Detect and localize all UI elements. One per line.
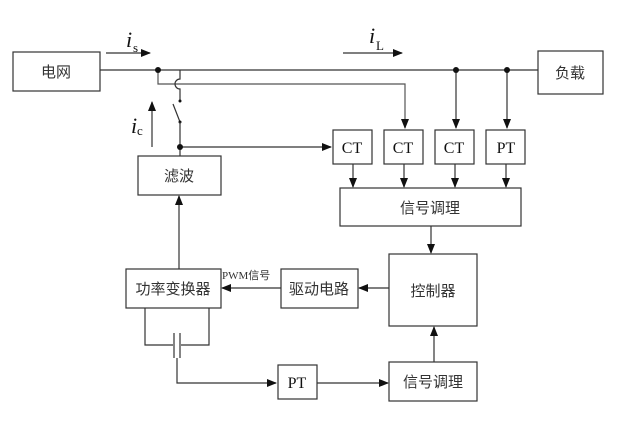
switch-contact-top <box>178 99 182 103</box>
signal-cond-bottom-block: 信号调理 <box>388 361 478 402</box>
driver-block: 驱动电路 <box>280 268 359 309</box>
is-subscript: s <box>133 40 138 55</box>
junction-grid <box>155 67 161 73</box>
filter-block: 滤波 <box>137 155 222 196</box>
dc-capacitor <box>144 308 210 358</box>
il-symbol: i <box>369 23 375 48</box>
load-block: 负载 <box>537 50 604 95</box>
converter-label: 功率变换器 <box>135 280 210 298</box>
junction-load-1 <box>453 67 459 73</box>
signal-cond-bottom-label: 信号调理 <box>403 373 463 391</box>
junction-filter <box>177 144 183 150</box>
ct1-block: CT <box>332 129 373 165</box>
pt-bottom-block: PT <box>277 364 318 400</box>
pt-bottom-label: PT <box>288 375 307 392</box>
filter-label: 滤波 <box>164 167 194 185</box>
converter-block: 功率变换器 <box>125 268 222 309</box>
signal-cond-top-label: 信号调理 <box>400 199 460 217</box>
junction-load-2 <box>504 67 510 73</box>
is-label: i s <box>106 27 151 57</box>
ct3-block: CT <box>434 129 475 165</box>
load-label: 负载 <box>555 64 585 82</box>
controller-block: 控制器 <box>388 253 478 327</box>
ic-subscript: c <box>137 123 143 138</box>
signal-cond-top-block: 信号调理 <box>339 187 522 227</box>
arrow-cap-to-pt <box>176 358 277 387</box>
ic-symbol: i <box>131 113 137 138</box>
sense-line-ct2 <box>157 70 409 129</box>
switch-blade <box>172 103 181 123</box>
il-label: i L <box>343 23 403 57</box>
crossover-wire <box>174 70 181 101</box>
pt-top-label: PT <box>497 140 516 157</box>
il-subscript: L <box>376 38 384 53</box>
is-symbol: i <box>126 27 132 52</box>
ct2-label: CT <box>393 140 414 157</box>
pwm-signal-label: PWM信号 <box>222 269 270 282</box>
controller-label: 控制器 <box>410 282 455 300</box>
ic-label: i c <box>131 101 156 147</box>
driver-label: 驱动电路 <box>289 280 349 298</box>
pt-top-block: PT <box>485 129 526 165</box>
grid-label: 电网 <box>41 63 71 81</box>
ct2-block: CT <box>383 129 424 165</box>
ct1-label: CT <box>342 140 363 157</box>
grid-block: 电网 <box>12 51 101 92</box>
ct3-label: CT <box>444 140 465 157</box>
